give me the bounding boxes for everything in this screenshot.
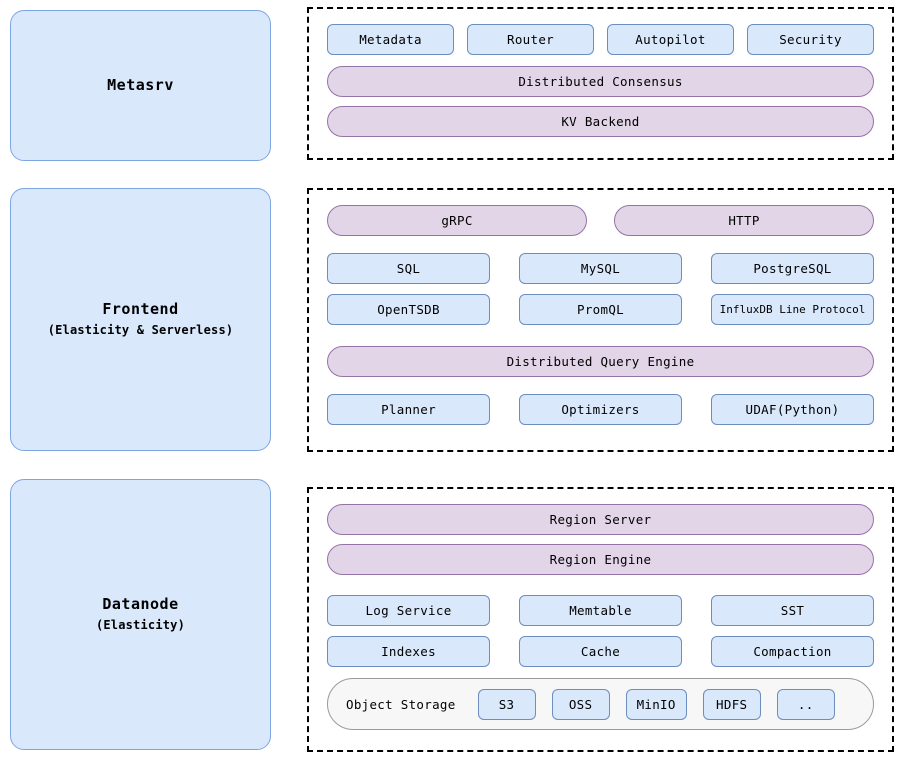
component-bar: Region Engine bbox=[327, 544, 874, 575]
component-box: Security bbox=[747, 24, 874, 55]
role-title-datanode: Datanode bbox=[102, 595, 179, 614]
component-box: Optimizers bbox=[519, 394, 682, 425]
component-box: Memtable bbox=[519, 595, 682, 626]
group-datanode: Region Server Region Engine Log Service … bbox=[307, 487, 894, 752]
storage-backend-chip: HDFS bbox=[702, 688, 761, 720]
component-box: Planner bbox=[327, 394, 490, 425]
object-storage-container: Object Storage S3 OSS MinIO HDFS .. bbox=[327, 678, 874, 730]
component-bar: Region Server bbox=[327, 504, 874, 535]
group-metasrv: Metadata Router Autopilot Security Distr… bbox=[307, 7, 894, 160]
component-box: Log Service bbox=[327, 595, 490, 626]
component-bar: HTTP bbox=[614, 205, 874, 236]
frontend-engine-components-row: Planner Optimizers UDAF(Python) bbox=[327, 394, 874, 425]
component-box: PostgreSQL bbox=[711, 253, 874, 284]
role-subtitle-datanode: (Elasticity) bbox=[95, 618, 186, 633]
role-panel-frontend: Frontend (Elasticity & Serverless) bbox=[10, 188, 271, 451]
storage-backend-chip-more: .. bbox=[776, 688, 835, 720]
frontend-protocol-bars-row: gRPC HTTP bbox=[327, 205, 874, 236]
role-panel-datanode: Datanode (Elasticity) bbox=[10, 479, 271, 750]
role-title-metasrv: Metasrv bbox=[107, 75, 174, 94]
group-frontend: gRPC HTTP SQL MySQL PostgreSQL OpenTSDB … bbox=[307, 188, 894, 452]
role-panel-metasrv: Metasrv bbox=[10, 10, 271, 161]
storage-backend-chip: OSS bbox=[551, 688, 610, 720]
component-box: OpenTSDB bbox=[327, 294, 490, 325]
component-bar: Distributed Query Engine bbox=[327, 346, 874, 377]
component-box: MySQL bbox=[519, 253, 682, 284]
component-box: PromQL bbox=[519, 294, 682, 325]
frontend-interfaces-row-1: SQL MySQL PostgreSQL bbox=[327, 253, 874, 284]
component-box: InfluxDB Line Protocol bbox=[711, 294, 874, 325]
component-box: Router bbox=[467, 24, 594, 55]
component-box: SST bbox=[711, 595, 874, 626]
component-bar: KV Backend bbox=[327, 106, 874, 137]
component-box: Compaction bbox=[711, 636, 874, 667]
metasrv-components-row: Metadata Router Autopilot Security bbox=[327, 24, 874, 55]
storage-backend-chip: S3 bbox=[477, 688, 536, 720]
datanode-components-row-1: Log Service Memtable SST bbox=[327, 595, 874, 626]
component-bar: Distributed Consensus bbox=[327, 66, 874, 97]
role-subtitle-frontend: (Elasticity & Serverless) bbox=[47, 323, 234, 338]
component-box: Autopilot bbox=[607, 24, 734, 55]
component-box: SQL bbox=[327, 253, 490, 284]
component-box: Metadata bbox=[327, 24, 454, 55]
frontend-interfaces-row-2: OpenTSDB PromQL InfluxDB Line Protocol bbox=[327, 294, 874, 325]
component-bar: gRPC bbox=[327, 205, 587, 236]
storage-backend-chip: MinIO bbox=[625, 688, 687, 720]
component-box: Indexes bbox=[327, 636, 490, 667]
datanode-components-row-2: Indexes Cache Compaction bbox=[327, 636, 874, 667]
object-storage-label: Object Storage bbox=[346, 696, 456, 712]
component-box: Cache bbox=[519, 636, 682, 667]
component-box: UDAF(Python) bbox=[711, 394, 874, 425]
role-title-frontend: Frontend bbox=[102, 300, 179, 319]
